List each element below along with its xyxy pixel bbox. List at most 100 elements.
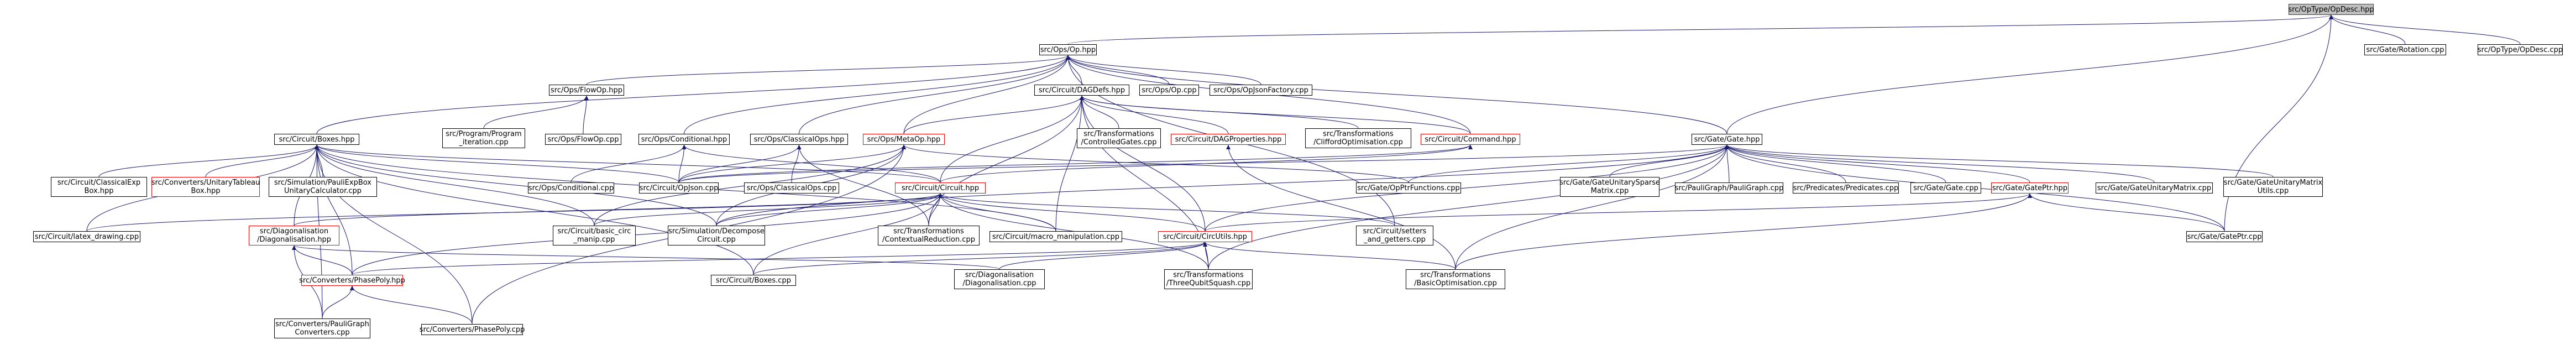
graph-node-unitary-tableau[interactable]: src/Converters/UnitaryTableau Box.hpp [151,177,260,197]
edge-op_hpp-conditional_hpp [684,55,1070,134]
edge-metaop_hpp-opjson_cpp [678,144,906,183]
edge-root-op_hpp [1067,14,2333,45]
edge-phasepoly_hpp-phasepoly_cpp [350,285,473,325]
graph-node-macro-manip[interactable]: src/Circuit/macro_manipulation.cpp [989,231,1122,242]
graph-node-gate-cpp[interactable]: src/Gate/Gate.cpp [1910,182,1981,194]
graph-node-basic-opt[interactable]: src/Transformations /BasicOptimisation.c… [1406,269,1505,289]
edge-dagdefs_hpp-controlled_gates [1080,95,1119,129]
graph-node-boxes-hpp[interactable]: src/Circuit/Boxes.hpp [274,134,359,145]
edge-circutils_hpp-diag_cpp [999,242,1207,270]
edge-dagdefs_hpp-macro_manip [1055,95,1084,232]
graph-node-phasepoly-hpp[interactable]: src/Converters/PhasePoly.hpp [299,275,405,286]
edge-dagdefs_hpp-contextual [928,95,1084,226]
graph-node-program-iter[interactable]: src/Program/Program _iteration.cpp [442,128,525,148]
graph-node-pauliexpbox[interactable]: src/Simulation/PauliExpBox UnitaryCalcul… [269,177,377,197]
edge-op_hpp-gate_hpp [1066,55,1727,134]
edge-classicalops_hpp-contextual [797,144,929,226]
graph-node-diag-cpp[interactable]: src/Diagonalisation /Diagonalisation.cpp [954,269,1045,289]
graph-node-dagdefs-hpp[interactable]: src/Circuit/DAGDefs.hpp [1034,85,1129,96]
graph-node-conditional-hpp[interactable]: src/Ops/Conditional.hpp [638,134,730,145]
graph-node-phasepoly-cpp[interactable]: src/Converters/PhasePoly.cpp [420,324,525,335]
graph-node-conditional-cpp[interactable]: src/Ops/Conditional.cpp [528,182,614,194]
graph-node-paulygraph[interactable]: src/PauliGraph/PauliGraph.cpp [1675,182,1783,194]
graph-node-unitary-matrix[interactable]: src/Gate/GateUnitaryMatrix.cpp [2096,182,2213,194]
edge-root-gateptr_cpp [2224,14,2333,232]
edge-boxes_hpp-unitary_tableau [205,144,319,177]
edge-op_hpp-flowop_hpp [586,55,1070,85]
edge-flowop_hpp-program_iter [483,95,589,129]
graph-node-classicalexp[interactable]: src/Circuit/ClassicalExp Box.hpp [51,177,147,197]
graph-node-predicates[interactable]: src/Predicates/Predicates.cpp [1793,182,1899,194]
graph-node-opdesc-cpp[interactable]: src/OpType/OpDesc.cpp [2478,44,2563,55]
edge-gateptr_hpp-circutils_hpp [1205,193,2032,232]
edge-dagdefs_hpp-three_qubit [1080,95,1209,270]
edge-boxes_hpp-classicalexp [98,144,319,177]
edge-circutils_hpp-boxes_cpp [753,242,1207,275]
edge-circuit_hpp-circutils_hpp [938,193,1206,232]
graph-node-circuit-hpp[interactable]: src/Circuit/Circuit.hpp [895,182,986,194]
edge-metaop_hpp-opptrfunctions [902,144,1409,183]
graph-node-flowop-cpp[interactable]: src/Ops/FlowOp.cpp [545,134,621,145]
edge-circuit_hpp-boxes_cpp [753,193,943,275]
edge-gate_hpp-gate_cpp [1725,144,1946,183]
graph-node-gateptr-cpp[interactable]: src/Gate/GatePtr.cpp [2186,231,2263,242]
graph-node-latex-drawing[interactable]: src/Circuit/latex_drawing.cpp [33,231,140,242]
graph-node-root[interactable]: src/OpType/OpDesc.hpp [2288,4,2374,15]
graph-node-setters[interactable]: src/Circuit/setters _and_getters.cpp [1356,226,1433,245]
graph-node-command-hpp[interactable]: src/Circuit/Command.hpp [1421,134,1520,145]
graph-node-opjson-cpp[interactable]: src/Circuit/OpJson.cpp [639,182,719,194]
edge-circutils_hpp-phasepoly_hpp [352,242,1207,275]
edge-op_hpp-boxes_hpp [316,55,1070,134]
graph-node-opjsonfactory[interactable]: src/Ops/OpJsonFactory.cpp [1210,85,1312,96]
edge-dagdefs_hpp-dagproperties [1080,95,1229,134]
edge-conditional_hpp-opjson_cpp [678,144,687,183]
edge-boxes_hpp-opjson_cpp [315,144,679,183]
edge-gate_hpp-opjson_cpp [678,144,1729,183]
edge-diag_hpp-phasepoly_hpp [292,245,353,275]
graph-node-clifford-opt[interactable]: src/Transformations /CliffordOptimisatio… [1305,128,1411,148]
edge-circuit_hpp-setters [938,193,1395,226]
edge-flowop_hpp-flowop_cpp [583,95,589,134]
edge-dagdefs_hpp-metaop_hpp [903,95,1084,134]
edge-boxes_hpp-phasepoly_cpp [315,144,473,325]
graph-node-sparse-matrix[interactable]: src/Gate/GateUnitarySparse Matrix.cpp [1559,177,1660,197]
graph-node-contextual[interactable]: src/Transformations /ContextualReduction… [878,226,980,245]
edge-gate_hpp-paulygraph [1725,144,1730,183]
graph-node-classicalops-cpp[interactable]: src/Ops/ClassicalOps.cpp [744,182,839,194]
edge-gate_hpp-three_qubit [1208,144,1729,270]
edge-dagdefs_hpp-command_hpp [1080,95,1471,134]
graph-node-diag-hpp[interactable]: src/Diagonalisation /Diagonalisation.hpp [249,226,339,245]
graph-node-decompose[interactable]: src/Simulation/Decompose Circuit.cpp [668,226,765,245]
edge-conditional_hpp-circuit_hpp [682,144,941,183]
edge-circuit_hpp-macro_manip [938,193,1056,232]
graph-node-gate-hpp[interactable]: src/Gate/Gate.hpp [1692,134,1762,145]
graph-node-pauligraph-conv[interactable]: src/Converters/PauliGraph Converters.cpp [274,318,370,338]
graph-node-rotation-cpp[interactable]: src/Gate/Rotation.cpp [2364,44,2446,55]
edge-boxes_hpp-decompose [315,144,717,226]
graph-node-op-cpp[interactable]: src/Ops/Op.cpp [1139,85,1199,96]
edge-op_hpp-opjsonfactory [1066,55,1261,85]
graph-node-three-qubit[interactable]: src/Transformations /ThreeQubitSquash.cp… [1164,269,1253,289]
edge-gate_hpp-circutils_hpp [1205,144,1729,232]
edge-gate_hpp-sparse_matrix [1609,144,1729,177]
graph-node-controlled-gates[interactable]: src/Transformations /ControlledGates.cpp [1077,128,1161,148]
edge-gate_hpp-basic_opt [1455,144,1729,270]
edge-classicalops_hpp-opjson_cpp [678,144,802,183]
graph-node-gateptr-hpp[interactable]: src/Gate/GatePtr.hpp [1991,182,2069,194]
edge-root-gate_hpp [1726,14,2333,134]
graph-node-metaop-hpp[interactable]: src/Ops/MetaOp.hpp [863,134,945,145]
graph-node-op-hpp[interactable]: src/Ops/Op.hpp [1039,44,1097,55]
edge-classicalops_hpp-classicalops_cpp [791,144,802,183]
graph-node-classicalops-hpp[interactable]: src/Ops/ClassicalOps.hpp [750,134,848,145]
graph-node-boxes-cpp[interactable]: src/Circuit/Boxes.cpp [711,275,796,286]
graph-node-unitary-utils[interactable]: src/Gate/GateUnitaryMatrix Utils.cpp [2223,177,2323,197]
edge-circutils_hpp-three_qubit [1203,242,1209,270]
graph-node-flowop-hpp[interactable]: src/Ops/FlowOp.hpp [549,85,624,96]
graph-node-basic-circ[interactable]: src/Circuit/basic_circ _manip.cpp [553,226,636,245]
edge-circuit_hpp-diag_hpp [294,193,943,226]
graph-node-dagproperties[interactable]: src/Circuit/DAGProperties.hpp [1171,134,1286,145]
graph-node-opptrfunctions[interactable]: src/Gate/OpPtrFunctions.cpp [1356,182,1461,194]
graph-node-circutils-hpp[interactable]: src/Circuit/CircUtils.hpp [1158,231,1252,242]
edge-circuit_hpp-basic_circ [594,193,943,226]
